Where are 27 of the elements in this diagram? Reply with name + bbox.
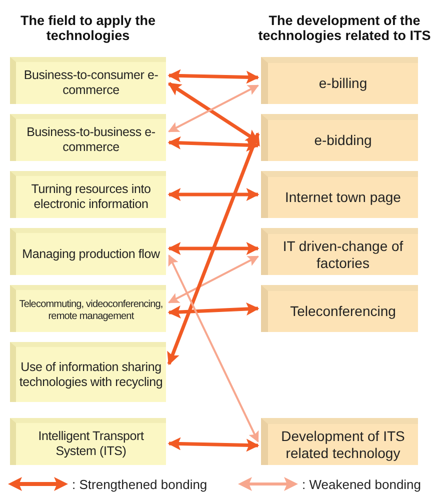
connector-arrow (168, 254, 259, 442)
connector-arrow (168, 242, 260, 255)
field-box: Business-to-business e-commerce (10, 114, 166, 161)
field-box: Intelligent Transport System (ITS) (10, 418, 166, 465)
field-box: Telecommuting, videoconferencing, remote management (10, 285, 166, 332)
technology-box: Development of ITS related technology (261, 418, 418, 465)
connector-arrow (168, 437, 260, 452)
column-heading: The development of the technologies related to ITS (257, 14, 432, 44)
technology-box: e-billing (261, 57, 418, 104)
field-box: Business-to-consumer e-commerce (10, 57, 166, 104)
field-box: Turning resources into electronic information (10, 171, 166, 218)
technology-box: Internet town page (261, 171, 418, 218)
connector-arrow (168, 84, 259, 132)
technology-box: e-bidding (261, 114, 418, 161)
connector-arrow (168, 302, 260, 318)
connector-arrow (168, 188, 260, 201)
column-heading: The field to apply the technologies (19, 14, 156, 44)
field-box: Managing production flow (10, 228, 166, 275)
field-box: Use of information sharing technologies with recycling (10, 342, 166, 402)
legend-text: : Strengthened bonding (72, 477, 208, 492)
technology-box: Teleconferencing (261, 285, 418, 332)
connector-arrow (168, 256, 259, 304)
connector-arrow (167, 132, 260, 366)
technology-box: IT driven-change of factories (261, 228, 418, 275)
connector-arrow (168, 69, 260, 84)
connector-arrow (168, 136, 260, 152)
legend-text: : Weakened bonding (302, 477, 422, 492)
